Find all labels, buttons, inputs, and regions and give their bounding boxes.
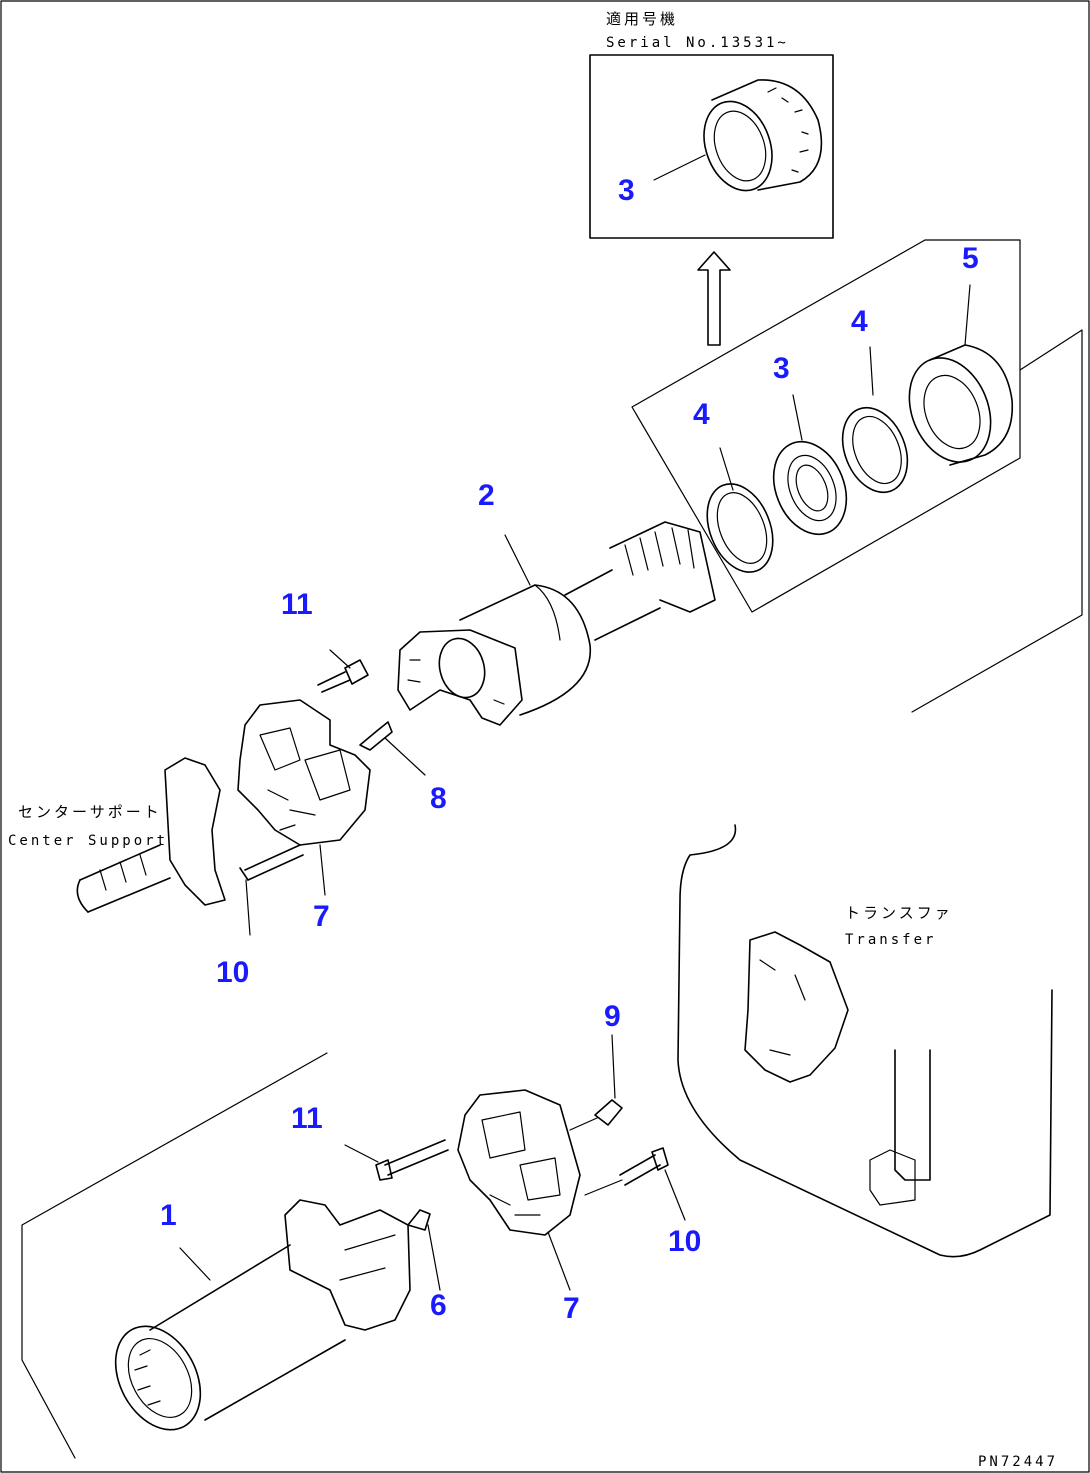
- spider-lower-7: [344, 1034, 686, 1291]
- arrow-up-icon: [697, 251, 731, 346]
- callout-1: 1: [160, 1199, 177, 1232]
- callout-2: 2: [478, 479, 495, 512]
- callout-10-upper: 10: [216, 956, 249, 989]
- inset-title-jp: 適用号機: [606, 10, 678, 28]
- center-support: [76, 757, 226, 913]
- callout-11-lower: 11: [291, 1102, 323, 1135]
- drive-shaft-1: [21, 1052, 441, 1459]
- callout-3-inset: 3: [618, 174, 635, 207]
- inset-box: [589, 54, 834, 239]
- spider-upper-7: [237, 649, 426, 936]
- drive-shaft-2: [397, 521, 716, 726]
- callout-8: 8: [430, 782, 447, 815]
- transfer-case: [677, 824, 1053, 1258]
- bearing-bracket: [631, 239, 1021, 613]
- callout-4-left: 4: [693, 398, 710, 431]
- transfer-jp: トランスファ: [845, 904, 953, 922]
- callout-9: 9: [604, 1000, 621, 1033]
- transfer-en: Transfer: [845, 932, 936, 948]
- callout-11-upper: 11: [281, 588, 313, 621]
- callout-7-upper: 7: [313, 900, 330, 933]
- center-support-en: Center Support: [8, 833, 168, 849]
- callout-5: 5: [962, 242, 979, 275]
- callout-10-lower: 10: [668, 1225, 701, 1258]
- callout-3: 3: [773, 352, 790, 385]
- inset-serial: Serial No.13531~: [606, 35, 789, 51]
- drawing-code: PN72447: [978, 1454, 1058, 1470]
- callout-6: 6: [430, 1289, 447, 1322]
- center-support-jp: センターサポート: [18, 803, 162, 821]
- callout-7-lower: 7: [563, 1292, 580, 1325]
- callout-4-right: 4: [851, 305, 868, 338]
- guide-line: [911, 329, 1083, 713]
